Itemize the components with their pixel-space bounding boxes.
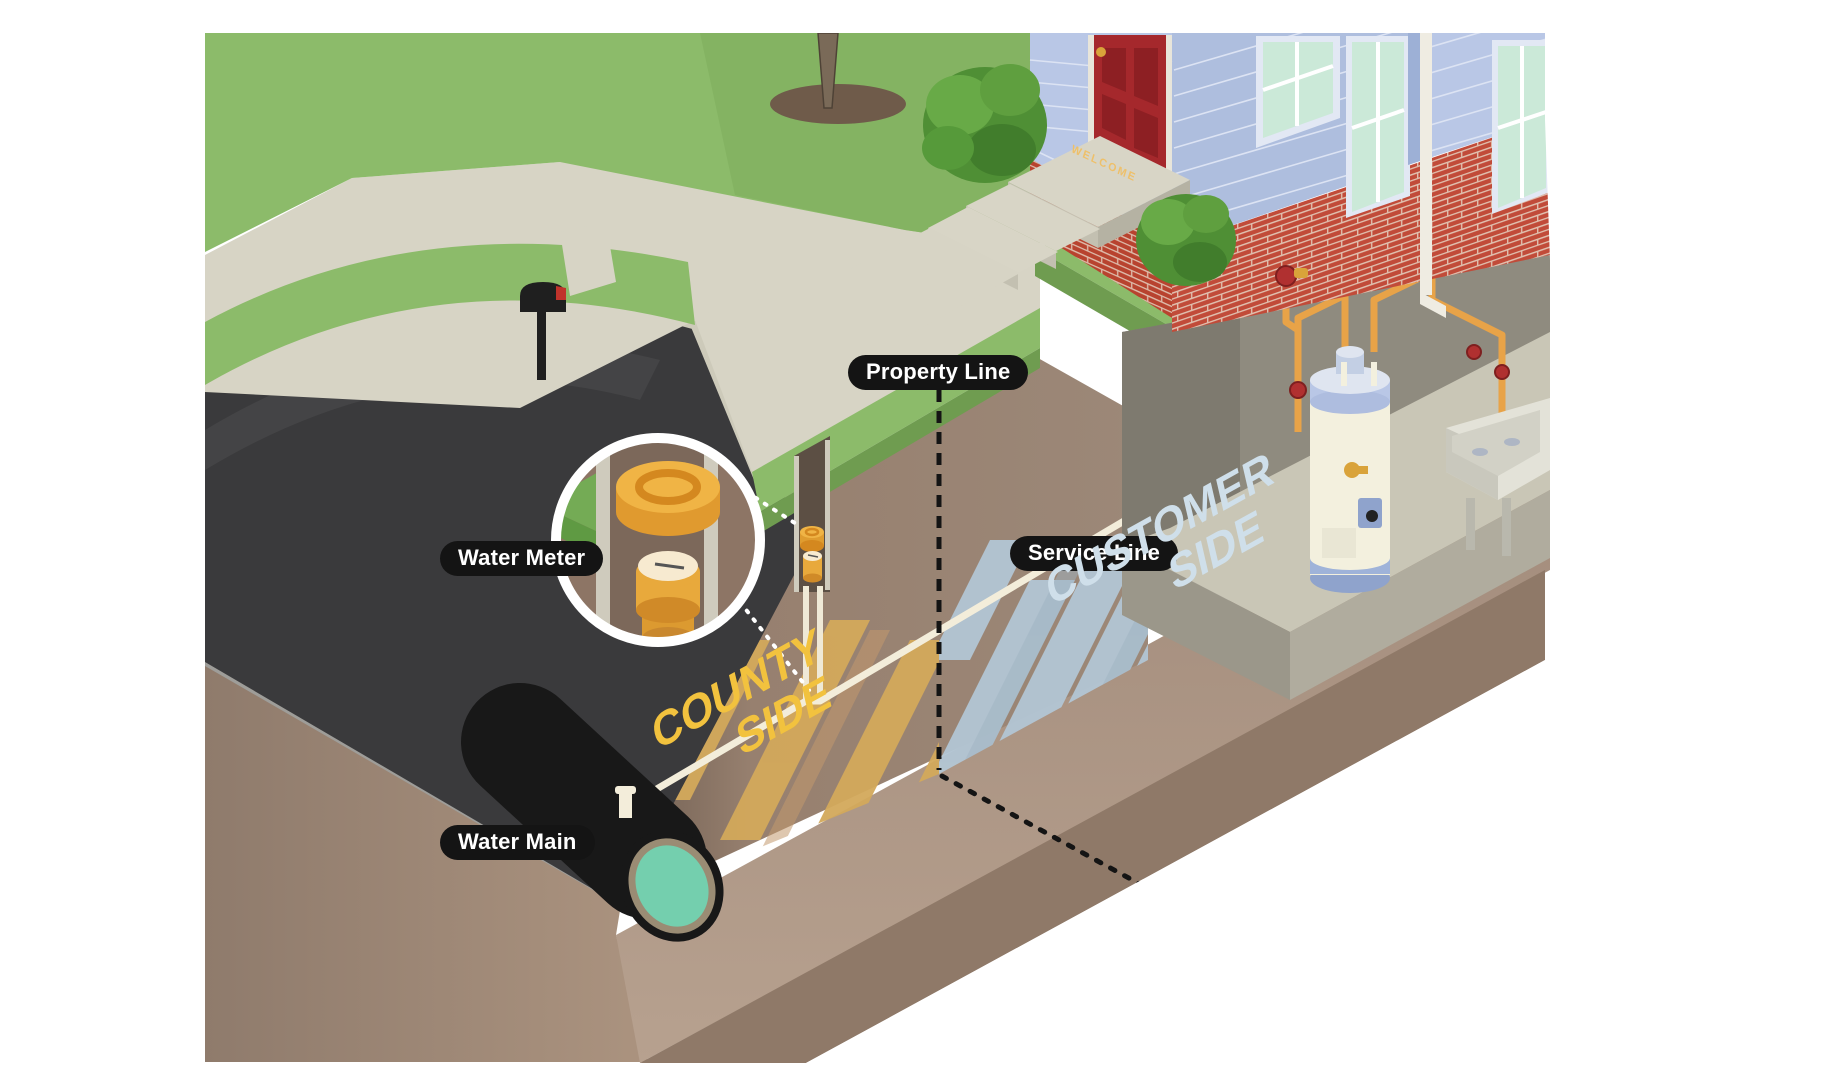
bush-icon bbox=[922, 64, 1047, 183]
pit-opening bbox=[794, 436, 830, 592]
water-meter-magnifier-icon bbox=[551, 433, 814, 696]
bush-icon bbox=[1136, 194, 1236, 286]
property-line-label: Property Line bbox=[848, 355, 1029, 390]
mailbox-icon bbox=[520, 282, 566, 380]
water-meter-pit bbox=[794, 436, 830, 700]
window-icon bbox=[1256, 36, 1340, 148]
water-main-label: Water Main bbox=[440, 825, 595, 860]
porch-steps bbox=[836, 136, 1190, 340]
magnified-meter-view bbox=[556, 438, 720, 642]
corner-trim bbox=[1408, 33, 1420, 165]
valve-icon bbox=[1494, 364, 1510, 380]
parkway-gap bbox=[560, 222, 616, 296]
basement-wall-shade bbox=[1122, 310, 1240, 560]
door-knocker-icon bbox=[1096, 47, 1106, 57]
basement-floor-front-right bbox=[1290, 490, 1550, 700]
soil-ledge-bevel bbox=[640, 570, 1545, 1063]
water-heater-icon bbox=[1310, 346, 1390, 593]
outdoor-spigot-icon bbox=[1275, 265, 1308, 287]
soil-front-face bbox=[205, 648, 648, 1062]
pipe-valves bbox=[1289, 344, 1510, 399]
valve-icon bbox=[1466, 344, 1482, 360]
valve-icon bbox=[1289, 381, 1307, 399]
service-line-label: Service Line bbox=[1010, 536, 1179, 571]
downspout-icon bbox=[1420, 33, 1446, 318]
water-main-pipe-icon bbox=[461, 683, 724, 942]
water-meter-label: Water Meter bbox=[440, 541, 604, 576]
utility-sink-icon bbox=[1446, 398, 1550, 556]
meter-riser-pipes bbox=[803, 586, 823, 700]
tree-dirt-patch bbox=[770, 84, 906, 124]
window-icon bbox=[1492, 40, 1550, 214]
curb-water-meter-icon bbox=[800, 526, 824, 583]
basement bbox=[1122, 255, 1550, 700]
house bbox=[836, 0, 1551, 340]
brick-foundation-right bbox=[1172, 118, 1550, 332]
basement-floor-front-left bbox=[1122, 545, 1290, 700]
parkway-gap-2 bbox=[700, 258, 766, 330]
property-line-dashes bbox=[936, 390, 1161, 897]
window-icon bbox=[1346, 36, 1410, 218]
